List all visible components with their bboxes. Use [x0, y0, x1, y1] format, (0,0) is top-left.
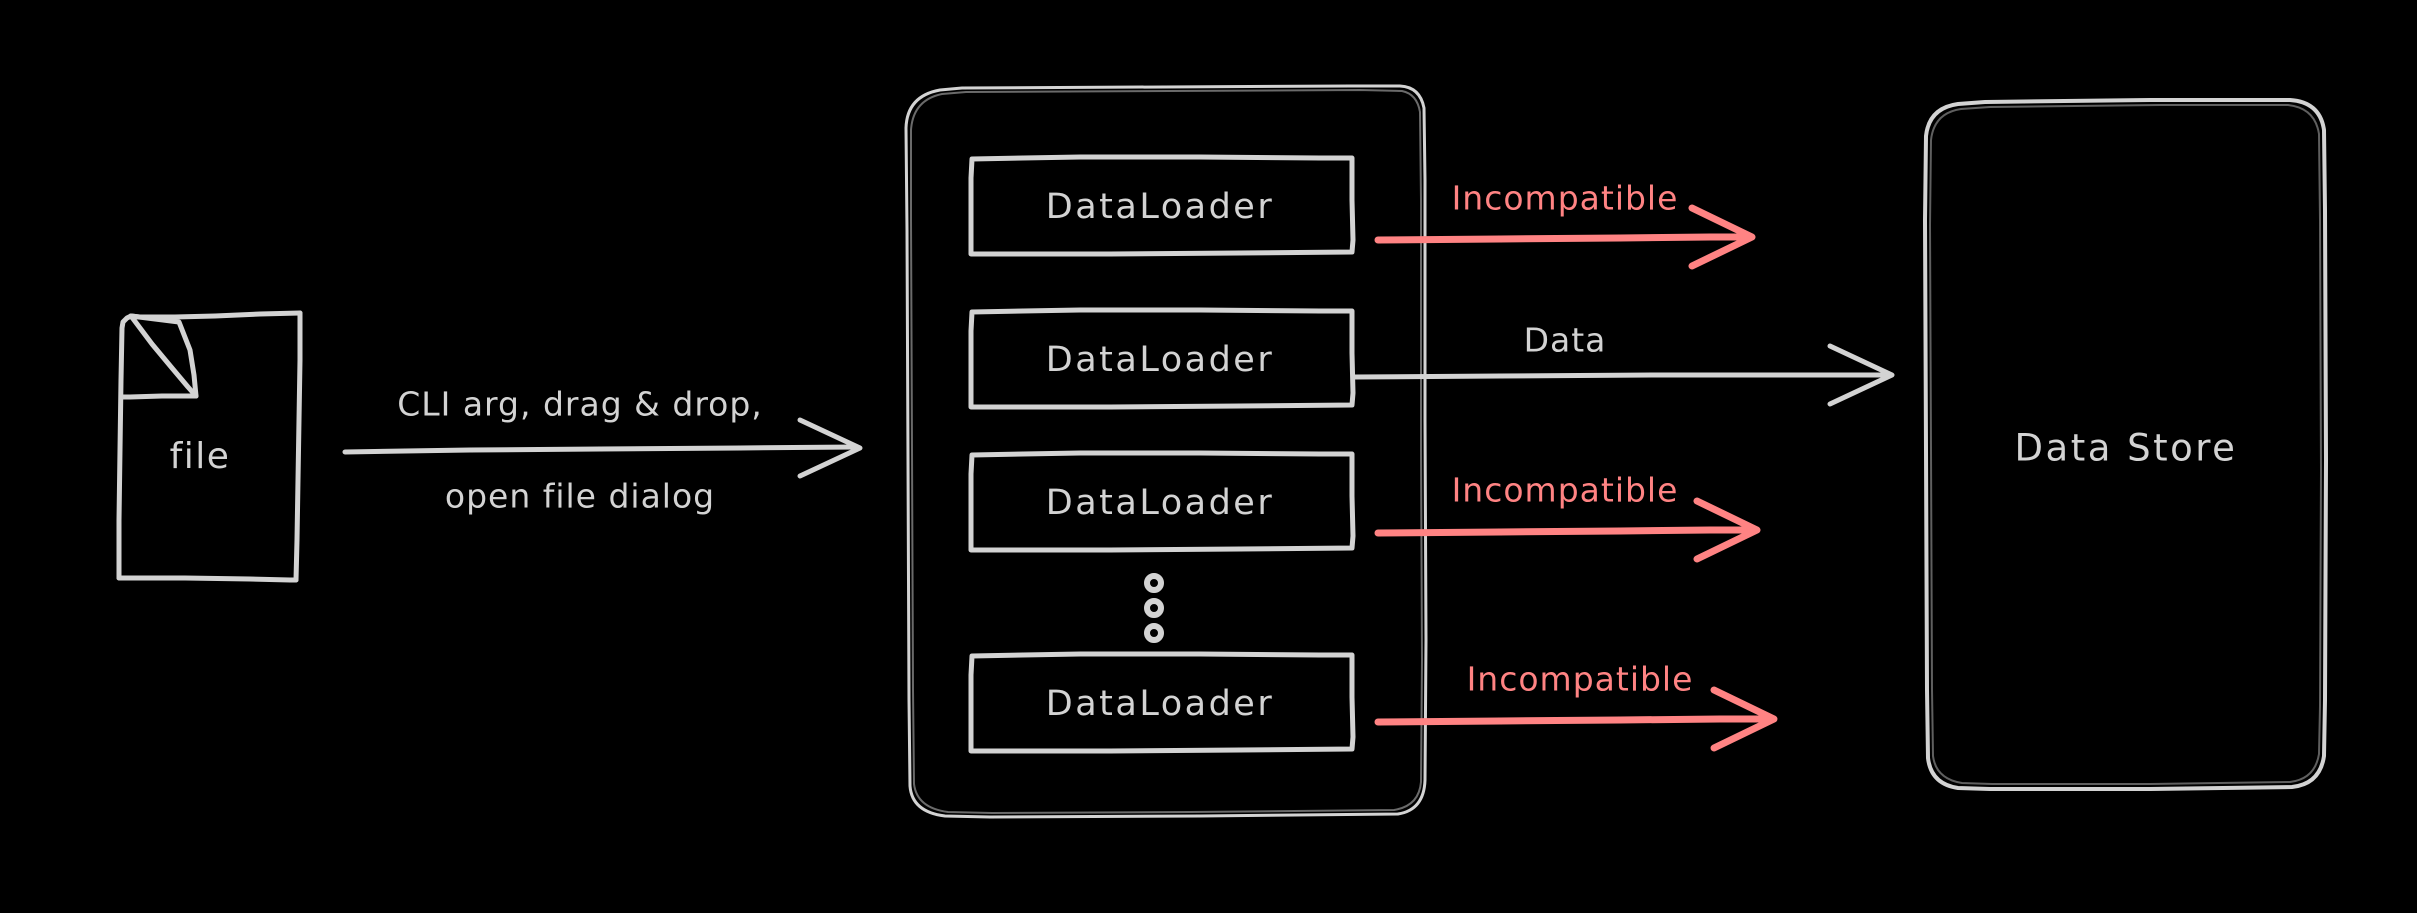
- data-arrow-head: [1827, 343, 1895, 407]
- file-top-edge: [128, 310, 303, 320]
- ellipsis-dot-3: [1144, 623, 1164, 643]
- edge-loader-4-out: Incompatible: [1374, 660, 1778, 752]
- file-right-edge: [293, 310, 303, 583]
- file-left-edge: [116, 313, 134, 581]
- incompatible-label-4: Incompatible: [1467, 660, 1694, 699]
- file-fold-edge: [128, 313, 199, 399]
- ellipsis-dot-2: [1144, 598, 1164, 618]
- file-arrow-shaft: [342, 444, 858, 455]
- dataloader-box-2-label: DataLoader: [1046, 340, 1274, 380]
- incompatible-arrow-3-head: [1693, 497, 1761, 563]
- loader-container-outline: [904, 84, 1428, 819]
- dataloader-box-3-outline: [968, 450, 1356, 553]
- file-fold-bottom: [119, 393, 199, 400]
- loader-group-container[interactable]: DataLoader DataLoader DataLoader D: [904, 84, 1428, 819]
- file-arrow-head: [797, 417, 863, 479]
- file-node[interactable]: file: [116, 310, 303, 583]
- dataloader-box-2-outline: [968, 307, 1356, 410]
- file-fold-diagonal: [128, 313, 199, 399]
- incompatible-label-3: Incompatible: [1452, 471, 1679, 510]
- ellipsis-dot-1: [1144, 573, 1164, 593]
- dataloader-box-3[interactable]: DataLoader: [968, 450, 1356, 553]
- data-arrow-shaft: [1352, 372, 1891, 380]
- data-store-label: Data Store: [2015, 427, 2238, 470]
- incompatible-arrow-4-shaft: [1374, 715, 1776, 726]
- data-store-outline: [1923, 98, 2328, 791]
- incompatible-arrow-4-head: [1710, 686, 1778, 752]
- dataloader-box-1[interactable]: DataLoader: [968, 154, 1356, 257]
- incompatible-arrow-1-head: [1688, 204, 1756, 270]
- vertical-ellipsis-icon: [1144, 573, 1164, 643]
- file-label: file: [170, 436, 231, 477]
- incompatible-arrow-1-shaft: [1374, 233, 1754, 244]
- dataloader-box-4[interactable]: DataLoader: [968, 651, 1356, 754]
- file-bottom-edge: [116, 575, 299, 583]
- data-store-outline-second: [1929, 104, 2322, 785]
- dataloader-box-4-label: DataLoader: [1046, 684, 1274, 724]
- edge-loader-1-out: Incompatible: [1374, 179, 1756, 270]
- edge-loader-2-out: Data: [1352, 321, 1895, 407]
- dataloader-box-3-label: DataLoader: [1046, 483, 1274, 523]
- dataloader-box-4-outline: [968, 651, 1356, 754]
- incompatible-label-1: Incompatible: [1452, 179, 1679, 218]
- dataloader-box-2[interactable]: DataLoader: [968, 307, 1356, 410]
- edge-file-to-loaders: CLI arg, drag & drop, open file dialog: [342, 385, 863, 516]
- loader-container-outline-second: [910, 89, 1423, 814]
- dataloader-box-1-label: DataLoader: [1046, 187, 1274, 227]
- data-store-node[interactable]: Data Store: [1923, 98, 2328, 791]
- edge-loader-3-out: Incompatible: [1374, 471, 1761, 563]
- dataloader-box-1-outline: [968, 154, 1356, 257]
- edge-label-bottom: open file dialog: [445, 477, 715, 516]
- data-label: Data: [1524, 321, 1607, 360]
- incompatible-arrow-3-shaft: [1374, 526, 1759, 537]
- edge-label-top: CLI arg, drag & drop,: [397, 385, 763, 424]
